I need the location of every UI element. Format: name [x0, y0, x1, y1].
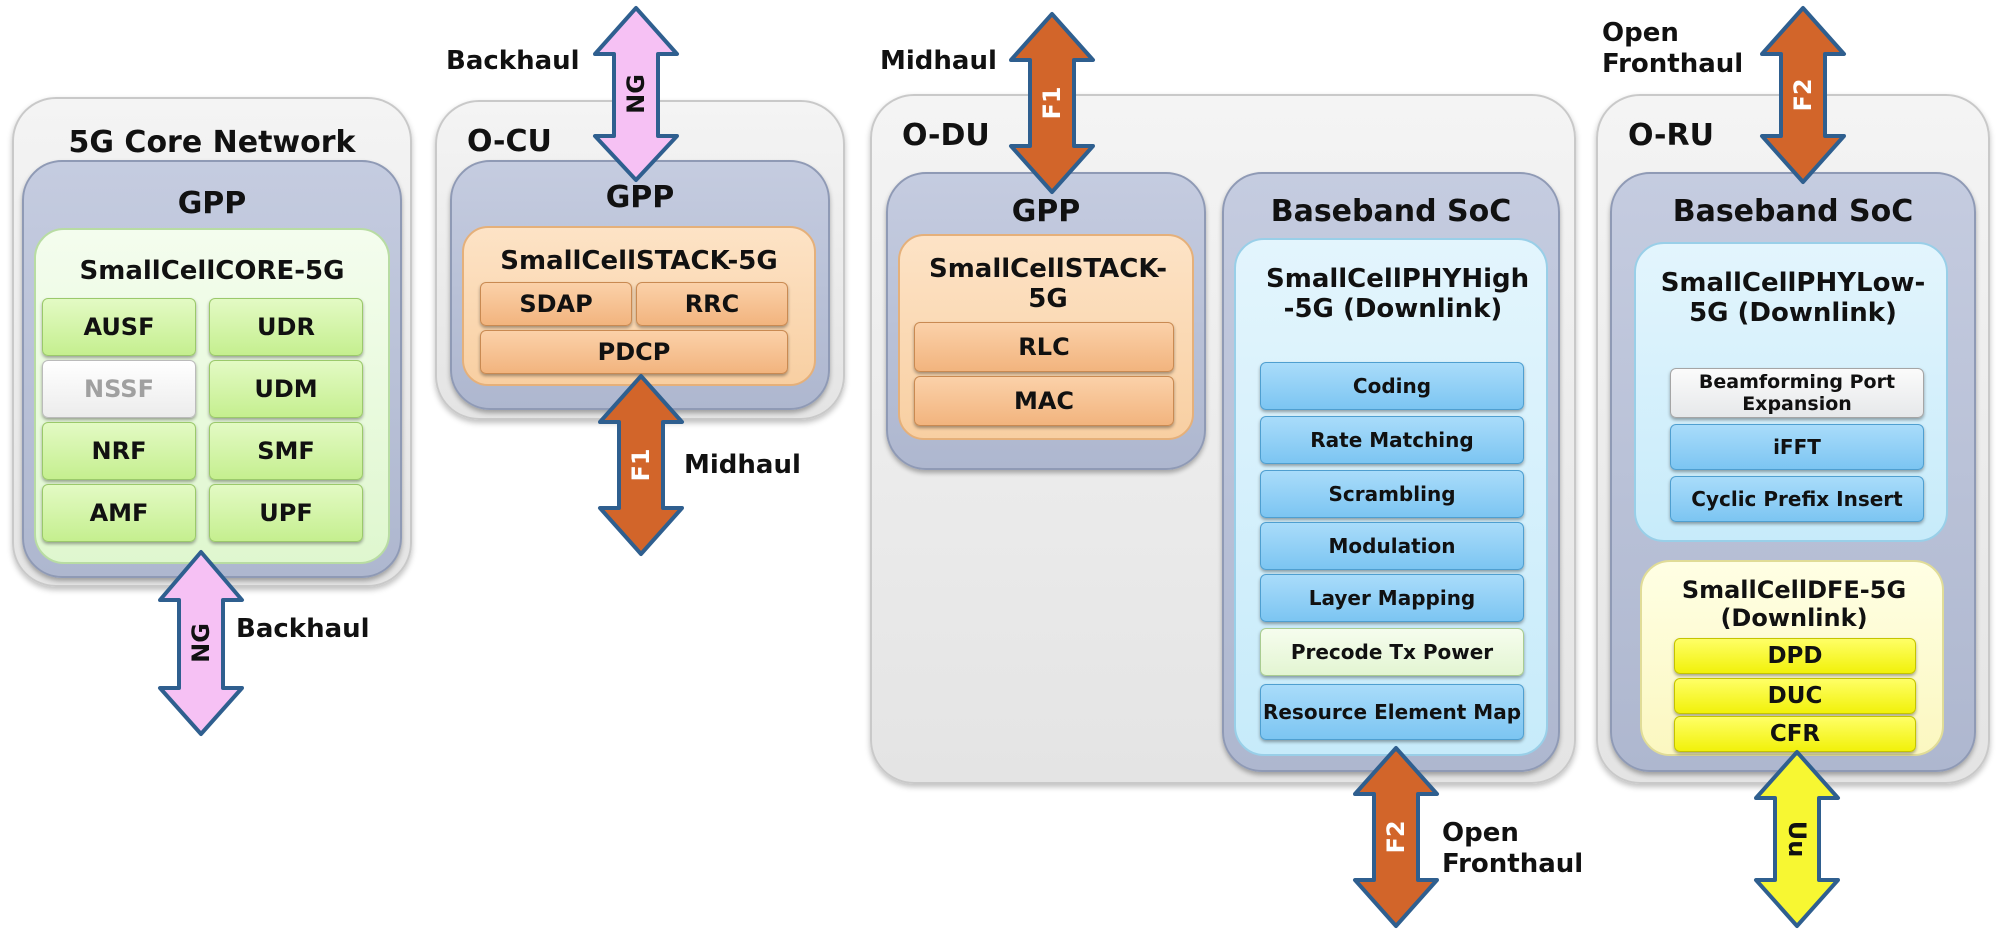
ocu-layer-rrc: RRC — [636, 282, 788, 326]
oru-dfe-duc: DUC — [1674, 678, 1916, 714]
core-fn-ausf: AUSF — [42, 298, 196, 356]
ocu-f1-tag: F1 — [627, 448, 655, 481]
ocu-layer-sdap: SDAP — [480, 282, 632, 326]
ocu-gpp-title: GPP — [605, 180, 675, 215]
oru-soc-title: Baseband SoC — [1672, 194, 1914, 229]
ocu-title: O-CU — [467, 124, 552, 159]
oru-dfe-dpd: DPD — [1674, 638, 1916, 674]
odu-fronthaul-label: Open Fronthaul — [1442, 818, 1584, 879]
oru-phy-title: SmallCellPHYLow- 5G (Downlink) — [1660, 268, 1926, 328]
core-backhaul-label: Backhaul — [236, 614, 370, 644]
odu-phy-rate-matching: Rate Matching — [1260, 416, 1524, 464]
core-ng-arrow-shape — [158, 550, 244, 736]
ocu-layer-pdcp: PDCP — [480, 330, 788, 374]
odu-title: O-DU — [902, 118, 990, 153]
ocu-backhaul-label: Backhaul — [446, 46, 580, 76]
odu-gpp-title: GPP — [1011, 194, 1081, 229]
odu-phy-scrambling: Scrambling — [1260, 470, 1524, 518]
odu-phy-precode-tx-power: Precode Tx Power — [1260, 628, 1524, 676]
odu-soc-title: Baseband SoC — [1270, 194, 1512, 229]
odu-phy-modulation: Modulation — [1260, 522, 1524, 570]
odu-phy-resource-element-map: Resource Element Map — [1260, 684, 1524, 740]
odu-stack-title: SmallCellSTACK-5G — [928, 254, 1168, 314]
odu-f2-arrow-shape — [1353, 746, 1439, 928]
ocu-f1-arrow-shape — [598, 374, 684, 556]
odu-f1-tag: F1 — [1038, 86, 1066, 119]
core-fn-nrf: NRF — [42, 422, 196, 480]
odu-phy-coding: Coding — [1260, 362, 1524, 410]
core-fn-udm: UDM — [209, 360, 363, 418]
oru-f2-arrow-shape — [1760, 6, 1846, 184]
core-stack-title: SmallCellCORE-5G — [79, 256, 345, 286]
odu-f2-tag: F2 — [1382, 820, 1410, 853]
odu-layer-mac: MAC — [914, 376, 1174, 426]
oru-dfe-cfr: CFR — [1674, 716, 1916, 752]
oru-phy-beamforming: Beamforming Port Expansion — [1670, 368, 1924, 418]
core-fn-nssf: NSSF — [42, 360, 196, 418]
core-gpp-title: GPP — [177, 186, 247, 221]
oru-phy-cyclic-prefix: Cyclic Prefix Insert — [1670, 476, 1924, 522]
oru-phy-ifft: iFFT — [1670, 424, 1924, 470]
odu-midhaul-label: Midhaul — [880, 46, 997, 76]
odu-f1-arrow-shape — [1009, 12, 1095, 194]
oru-uu-arrow-shape — [1754, 750, 1840, 928]
core-fn-upf: UPF — [209, 484, 363, 542]
odu-layer-rlc: RLC — [914, 322, 1174, 372]
odu-phy-layer-mapping: Layer Mapping — [1260, 574, 1524, 622]
core-fn-udr: UDR — [209, 298, 363, 356]
oru-dfe-title: SmallCellDFE-5G (Downlink) — [1681, 576, 1907, 632]
core-ng-tag: NG — [187, 623, 215, 663]
oru-uu-tag: Uu — [1783, 821, 1811, 858]
ocu-midhaul-label: Midhaul — [684, 450, 801, 480]
core-network-title: 5G Core Network — [68, 125, 356, 160]
oru-fronthaul-label: Open Fronthaul — [1602, 18, 1744, 79]
oru-title: O-RU — [1628, 118, 1714, 153]
ocu-ng-tag: NG — [622, 74, 650, 114]
core-fn-amf: AMF — [42, 484, 196, 542]
core-fn-smf: SMF — [209, 422, 363, 480]
ocu-stack-title: SmallCellSTACK-5G — [500, 246, 778, 276]
ocu-ng-arrow-shape — [593, 6, 679, 182]
oru-f2-tag: F2 — [1789, 78, 1817, 111]
odu-phy-title: SmallCellPHYHigh -5G (Downlink) — [1266, 264, 1530, 324]
